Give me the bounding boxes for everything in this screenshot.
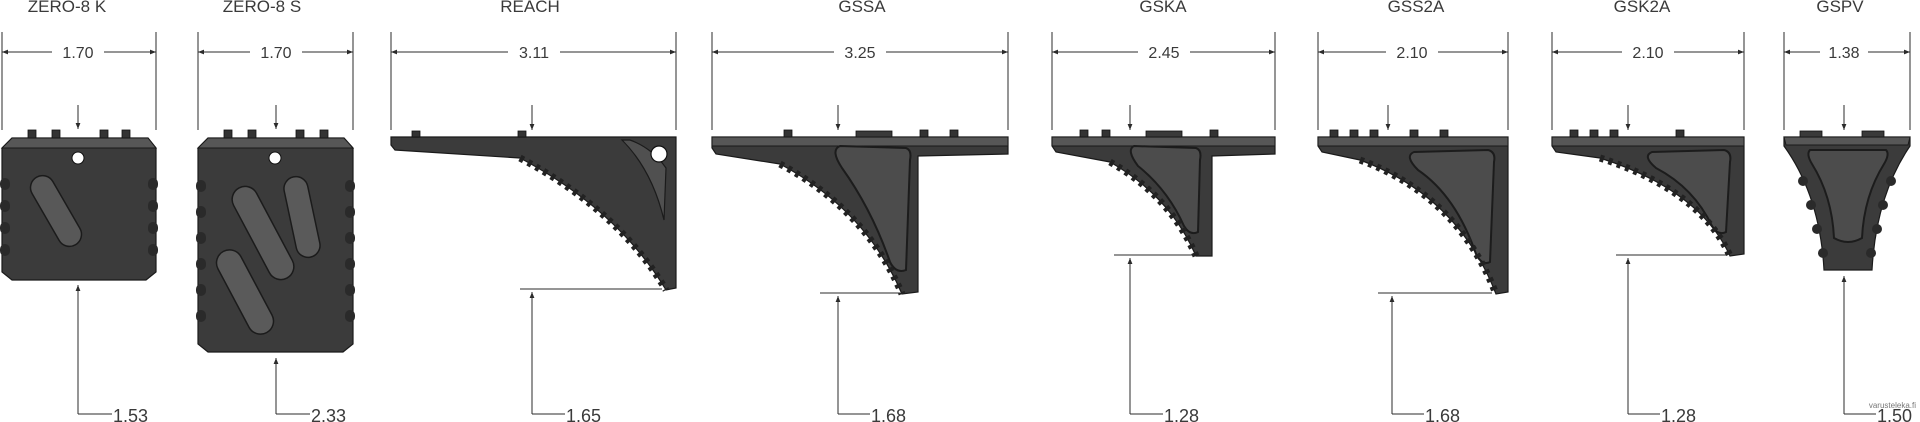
- rise-label: 1.53: [113, 406, 148, 422]
- rise-label: 1.50: [1877, 406, 1912, 422]
- stop-title: ZERO-8 K: [28, 0, 107, 16]
- width-label: 1.38: [1828, 45, 1859, 62]
- stop-title: GSS2A: [1388, 0, 1445, 16]
- width-label: 2.10: [1632, 45, 1663, 62]
- width-label: 2.45: [1148, 45, 1179, 62]
- width-label: 2.10: [1396, 45, 1427, 62]
- stop-title: GSK2A: [1614, 0, 1671, 16]
- rise-label: 1.28: [1164, 406, 1199, 422]
- stop-gska: GSKA 2.45 1.28: [1051, 0, 1276, 422]
- stop-reach: REACH 3.11 1.65: [390, 0, 677, 422]
- rise-label: 1.28: [1661, 406, 1696, 422]
- stop-title: GSKA: [1139, 0, 1187, 16]
- rise-label: 1.65: [566, 406, 601, 422]
- rise-label: 1.68: [871, 406, 906, 422]
- stop-gsk2a: GSK2A 2.10 1.28: [1551, 0, 1745, 422]
- stop-zero8k: ZERO-8 K 1.70 1.53: [0, 0, 158, 422]
- stop-gspv: GSPV 1.38 1.50: [1783, 0, 1912, 422]
- rise-label: 1.68: [1425, 406, 1460, 422]
- watermark: varusteleka.fi: [1869, 401, 1916, 410]
- width-label: 3.11: [519, 45, 549, 62]
- stop-zero8s: ZERO-8 S 1.70 2.33: [196, 0, 355, 422]
- stop-gssa: GSSA 3.25 1.68: [711, 0, 1009, 422]
- width-label: 3.25: [844, 45, 875, 62]
- width-label: 1.70: [260, 45, 291, 62]
- stop-title: GSPV: [1816, 0, 1864, 16]
- stop-title: GSSA: [838, 0, 886, 16]
- rise-label: 2.33: [311, 406, 346, 422]
- reach-part: [390, 136, 677, 291]
- stop-title: REACH: [500, 0, 560, 16]
- stop-title: ZERO-8 S: [223, 0, 301, 16]
- stop-gss2a: GSS2A 2.10 1.68: [1317, 0, 1509, 422]
- width-label: 1.70: [62, 45, 93, 62]
